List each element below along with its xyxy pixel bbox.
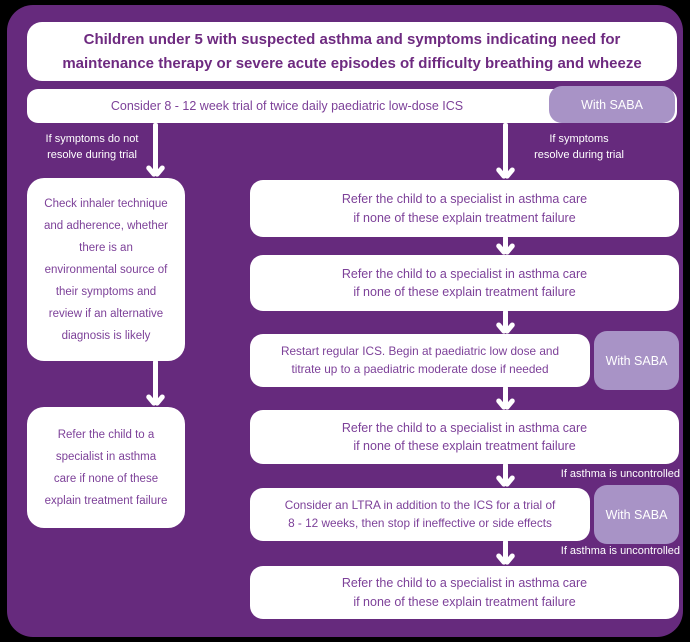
arrow-down-icon [152,360,158,404]
asthma-uncontrolled-label-1: If asthma is uncontrolled [560,468,680,480]
branch-label-symptoms-resolve: If symptoms resolve during trial [534,133,624,161]
refer-specialist-box-4: Refer the child to a specialist in asthm… [250,566,679,619]
with-saba-tag: With SABA [594,485,679,544]
asthma-uncontrolled-label-2: If asthma is uncontrolled [560,545,680,557]
consider-ltra-box: Consider an LTRA in addition to the ICS … [250,488,590,541]
arrow-down-icon [502,463,508,485]
refer-specialist-box-2: Refer the child to a specialist in asthm… [250,255,679,311]
refer-specialist-box-3: Refer the child to a specialist in asthm… [250,410,679,464]
with-saba-tag: With SABA [549,86,675,123]
arrow-down-icon [502,123,508,177]
title-box: Children under 5 with suspected asthma a… [27,22,677,81]
restart-ics-box: Restart regular ICS. Begin at paediatric… [250,334,590,387]
arrow-down-icon [502,310,508,332]
arrow-down-icon [502,386,508,408]
arrow-down-icon [152,123,158,175]
refer-specialist-box-1: Refer the child to a specialist in asthm… [250,180,679,237]
arrow-down-icon [502,540,508,563]
flowchart-panel: Children under 5 with suspected asthma a… [7,5,683,637]
with-saba-tag: With SABA [594,331,679,390]
arrow-down-icon [502,236,508,253]
check-inhaler-box: Check inhaler technique and adherence, w… [27,178,185,361]
branch-label-symptoms-not-resolve: If symptoms do not resolve during trial [45,133,139,161]
refer-specialist-box-left: Refer the child to a specialist in asthm… [27,407,185,528]
